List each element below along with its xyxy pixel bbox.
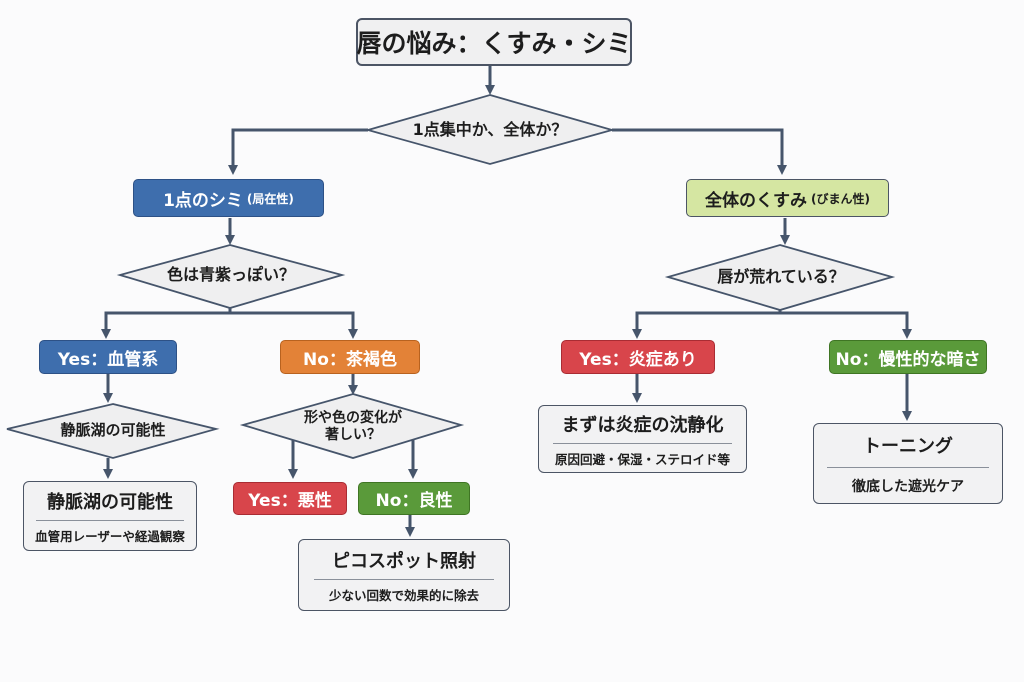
decision-right-text: 唇が荒れている？	[717, 267, 845, 287]
chart-title: 唇の悩み：くすみ・シミ	[356, 18, 632, 66]
outcome-pico-sub: 少ない回数で効果的に除去	[328, 587, 479, 603]
node-local-spot: 1点のシミ (局在性)	[133, 179, 324, 217]
decision-brown-text: 形や色の変化が 著しい？	[283, 408, 423, 446]
edge-q-inflam	[632, 310, 782, 339]
decision-brown-line1: 形や色の変化が	[304, 410, 402, 427]
divider	[36, 519, 184, 521]
diamond-left	[116, 244, 346, 309]
node-diffuse-dull: 全体のくすみ (びまん性)	[686, 179, 889, 217]
outcome-venous-lake: 静脈湖の可能性 血管用レーザーや経過観察	[23, 481, 197, 551]
node-no-benign: No：良性	[358, 482, 470, 515]
edge-root-diffuse	[612, 128, 787, 175]
divider	[553, 442, 732, 444]
outcome-pico: ピコスポット照射 少ない回数で効果的に除去	[298, 539, 510, 611]
node-no-chronic: No：慢性的な暗さ	[829, 340, 987, 374]
edge-q-brown	[230, 311, 358, 339]
node-yes-inflammation: Yes：炎症あり	[561, 340, 715, 374]
node-local-spot-sub: (局在性)	[246, 191, 294, 206]
node-yes-malignant: Yes：悪性	[233, 482, 347, 515]
outcome-toning: トーニング 徹底した遮光ケア	[813, 423, 1003, 504]
node-local-spot-label: 1点のシミ	[163, 190, 243, 211]
decision-left-text: 色は青紫っぽい？	[166, 265, 295, 285]
node-diffuse-dull-sub: (びまん性)	[811, 191, 870, 206]
diamond-brown	[239, 393, 465, 459]
diamond-right	[664, 244, 896, 311]
node-no-brown: No：茶褐色	[280, 340, 420, 374]
node-diffuse-dull-label: 全体のくすみ	[705, 190, 807, 211]
decision-brown-line2: 著しい？	[325, 427, 381, 443]
outcome-toning-title: トーニング	[863, 435, 953, 457]
divider	[827, 466, 989, 468]
edge-q-vascular	[101, 308, 232, 339]
outcome-venous-lake-title: 静脈湖の可能性	[47, 491, 173, 513]
outcome-pico-title: ピコスポット照射	[332, 550, 476, 572]
diamond-vascular	[6, 403, 220, 459]
edge-q-chronic	[780, 311, 912, 339]
outcome-soothe-title: まずは炎症の沈静化	[561, 414, 724, 436]
diamond-root	[364, 94, 616, 165]
outcome-soothe-sub: 原因回避・保湿・ステロイド等	[554, 451, 730, 467]
edge-root-local	[228, 128, 368, 175]
outcome-soothe: まずは炎症の沈静化 原因回避・保湿・ステロイド等	[538, 405, 747, 473]
outcome-toning-sub: 徹底した遮光ケア	[852, 478, 964, 495]
node-yes-vascular: Yes：血管系	[39, 340, 177, 374]
outcome-venous-lake-sub: 血管用レーザーや経過観察	[35, 528, 185, 544]
divider	[313, 578, 495, 580]
decision-root-text: 1点集中か、全体か？	[412, 120, 568, 140]
decision-vascular-text: 静脈湖の可能性	[60, 421, 166, 439]
